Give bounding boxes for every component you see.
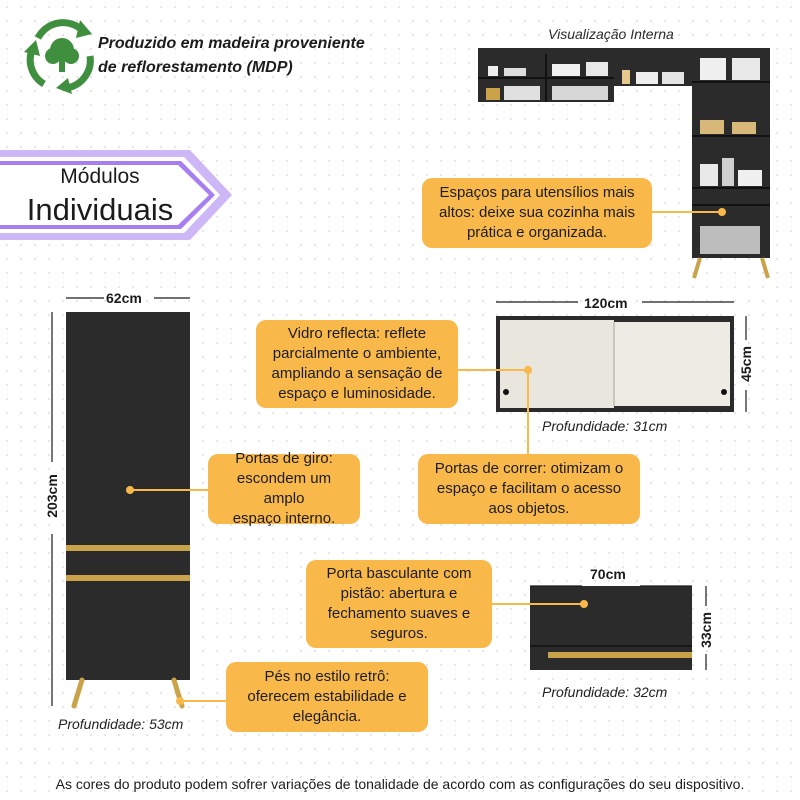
callout-line: pistão: abertura e xyxy=(340,585,458,602)
callout-line: oferecem estabilidade e xyxy=(247,688,407,705)
recycle-tree-icon xyxy=(24,19,94,94)
wall-cabinet-height: 45cm xyxy=(738,346,754,382)
tall-cabinet-height: 203cm xyxy=(44,474,60,518)
tall-cabinet-width: 62cm xyxy=(106,290,142,306)
eco-line-1: Produzido em madeira proveniente xyxy=(98,35,365,52)
callout-sliding-doors: Portas de correr: otimizam o espaço e fa… xyxy=(418,454,640,524)
small-cabinet-width: 70cm xyxy=(590,566,626,582)
callout-line: Portas de giro: xyxy=(235,450,333,467)
callout-glass: Vidro reflecta: reflete parcialmente o a… xyxy=(256,320,458,408)
eco-line-2: de reflorestamento (MDP) xyxy=(98,59,293,76)
callout-line: elegância. xyxy=(292,708,362,725)
modules-ribbon xyxy=(0,150,232,240)
callout-line: Portas de correr: otimizam o xyxy=(434,460,624,477)
interior-view-title: Visualização Interna xyxy=(548,26,674,42)
interior-view-illustration xyxy=(478,48,770,279)
color-disclaimer: As cores do produto podem sofrer variaçõ… xyxy=(55,776,745,792)
callout-line: espaço e facilitam o acesso xyxy=(436,480,622,497)
callout-line: aos objetos. xyxy=(488,500,570,517)
eco-badge-text: Produzido em madeira proveniente de refl… xyxy=(98,32,365,80)
callout-line: espaço interno. xyxy=(232,510,336,527)
ribbon-title-line-2: Individuais xyxy=(26,192,174,227)
callout-line: Espaços para utensílios mais xyxy=(439,184,635,201)
callout-line: parcialmente o ambiente, xyxy=(272,345,442,362)
wall-cabinet-width: 120cm xyxy=(584,295,628,311)
callout-line: seguros. xyxy=(370,625,428,642)
callout-line: fechamento suaves e xyxy=(327,605,471,622)
tall-cabinet-illustration xyxy=(51,297,228,709)
callout-line: ampliando a sensação de xyxy=(271,365,443,382)
callout-line: prática e organizada. xyxy=(466,224,608,241)
callout-line: Pés no estilo retrô: xyxy=(264,668,390,685)
small-cabinet-illustration xyxy=(492,585,707,670)
callout-line: altos: deixe sua cozinha mais xyxy=(439,204,635,221)
wall-cabinet-illustration xyxy=(458,301,747,456)
wall-cabinet-depth: Profundidade: 31cm xyxy=(542,418,668,434)
callout-feet: Pés no estilo retrô: oferecem estabilida… xyxy=(226,662,428,732)
callout-line: Vidro reflecta: reflete xyxy=(287,325,427,342)
callout-line: Porta basculante com xyxy=(326,565,472,582)
small-cabinet-height: 33cm xyxy=(698,612,714,648)
callout-line: espaço e luminosidade. xyxy=(278,385,436,402)
callout-flip-door: Porta basculante com pistão: abertura e … xyxy=(306,560,492,648)
ribbon-title-line-1: Módulos xyxy=(60,165,140,188)
callout-swing-doors: Portas de giro: escondem um amplo espaço… xyxy=(208,450,360,527)
callout-utensils: Espaços para utensílios mais altos: deix… xyxy=(422,178,652,248)
callout-line: escondem um amplo xyxy=(236,470,332,507)
tall-cabinet-depth: Profundidade: 53cm xyxy=(58,716,184,732)
small-cabinet-depth: Profundidade: 32cm xyxy=(542,684,668,700)
